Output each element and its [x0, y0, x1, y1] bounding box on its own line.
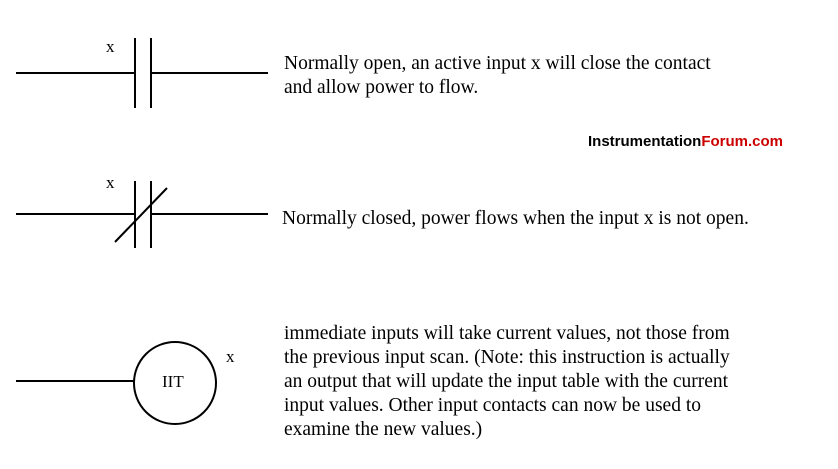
iit-label: x [226, 347, 235, 366]
iit-coil-text: IIT [162, 372, 184, 391]
no-contact-description: Normally open, an active input x will cl… [284, 53, 711, 98]
iit-coil-circle [133, 341, 217, 425]
nc-contact-description: Normally closed, power flows when the in… [282, 208, 749, 229]
no-contact-label: x [106, 37, 115, 56]
nc-contact-label: x [106, 173, 115, 192]
nc-diagonal-slash [114, 187, 168, 243]
watermark-part-1: Instrumentation [588, 133, 702, 150]
watermark-part-2: Forum.com [701, 133, 784, 150]
normally-open-contact-symbol [16, 38, 268, 108]
immediate-input-coil-symbol [16, 341, 217, 425]
immediate-input-description: immediate inputs will take current value… [284, 323, 730, 440]
watermark: InstrumentationForum.com [588, 133, 783, 150]
normally-closed-contact-symbol [16, 181, 268, 248]
